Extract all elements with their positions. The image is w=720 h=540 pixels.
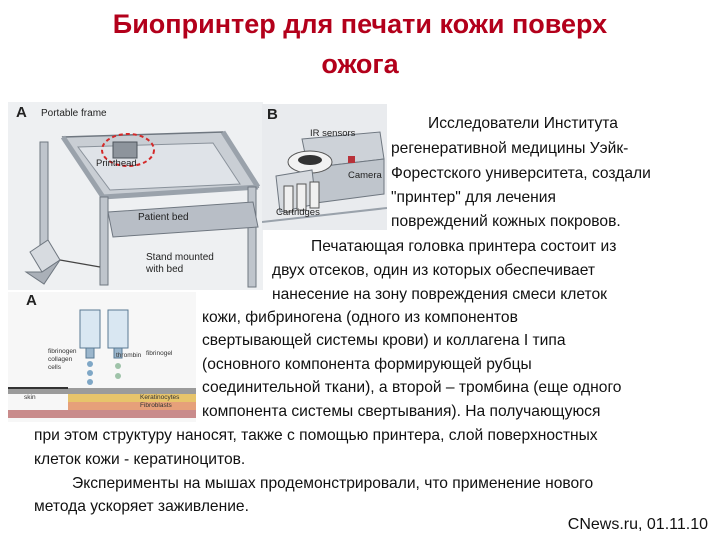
title-line-1: Биопринтер для печати кожи поверх bbox=[112, 9, 608, 39]
label-cartridges: Cartridges bbox=[276, 207, 320, 218]
text-line: свертывающей системы крови) и коллагена … bbox=[202, 332, 566, 349]
figure-printer-frame: A Portable frame Printhead Patient bed S… bbox=[8, 102, 263, 290]
label-portable-frame: Portable frame bbox=[41, 108, 107, 119]
text-line: соединительной ткани), а второй – тромби… bbox=[202, 379, 622, 396]
label-thrombin: thrombin bbox=[116, 352, 142, 359]
text-line: регенеративной медицины Уэйк- bbox=[391, 140, 629, 157]
title-line-2: ожога bbox=[321, 49, 399, 79]
printing-scheme-illustration bbox=[8, 292, 196, 422]
label-cells: cells bbox=[48, 364, 62, 371]
printhead-illustration bbox=[262, 104, 387, 230]
text-line: Форестского университета, создали bbox=[391, 165, 651, 182]
label-fibrinogen: fibrinogen bbox=[48, 348, 77, 355]
slide-title: Биопринтер для печати кожи поверх ожога bbox=[20, 4, 700, 84]
figure-printing-scheme: A fibrinogen collagen cells thrombin fib… bbox=[8, 292, 196, 422]
text-line: клеток кожи - кератиноцитов. bbox=[34, 451, 246, 468]
label-collagen: collagen bbox=[48, 356, 73, 363]
label-stand-mounted-2: with bed bbox=[146, 264, 184, 275]
text-line: при этом структуру наносят, также с помо… bbox=[34, 427, 598, 444]
text-line: Исследователи Института bbox=[428, 115, 618, 132]
text-line: метода ускоряет заживление. bbox=[34, 498, 249, 515]
source-credit: CNews.ru, 01.11.10 bbox=[567, 516, 708, 533]
label-camera: Camera bbox=[348, 170, 382, 181]
text-line: двух отсеков, один из которых обеспечива… bbox=[272, 262, 596, 279]
text-line: (основного компонента формирующей рубцы bbox=[202, 356, 532, 373]
label-fibroblasts: Fibroblasts bbox=[140, 402, 172, 409]
figure-b-letter: B bbox=[267, 106, 278, 123]
text-line: Эксперименты на мышах продемонстрировали… bbox=[72, 475, 594, 492]
label-fibrinogel: fibrinogel bbox=[146, 350, 173, 357]
text-line: нанесение на зону повреждения смеси клет… bbox=[272, 286, 607, 303]
text-line: "принтер" для лечения bbox=[391, 189, 556, 206]
label-stand-mounted-1: Stand mounted bbox=[146, 252, 214, 263]
text-line: компонента системы свертывания). На полу… bbox=[202, 403, 601, 420]
text-line: кожи, фибриногена (одного из компонентов bbox=[202, 309, 518, 326]
figure-c-letter: A bbox=[26, 292, 37, 309]
label-skin: skin bbox=[24, 394, 36, 401]
printer-frame-illustration bbox=[8, 102, 263, 290]
figure-printhead-cartridges: B IR sensors Camera Cartridges bbox=[262, 104, 387, 230]
text-line: Печатающая головка принтера состоит из bbox=[311, 238, 617, 255]
label-keratinocytes: Keratinocytes bbox=[140, 394, 180, 401]
label-printhead: Printhead bbox=[96, 158, 137, 169]
text-line: повреждений кожных покровов. bbox=[391, 213, 621, 230]
figure-a-letter: A bbox=[16, 104, 27, 121]
label-ir-sensors: IR sensors bbox=[310, 128, 356, 139]
label-patient-bed: Patient bed bbox=[138, 212, 189, 223]
